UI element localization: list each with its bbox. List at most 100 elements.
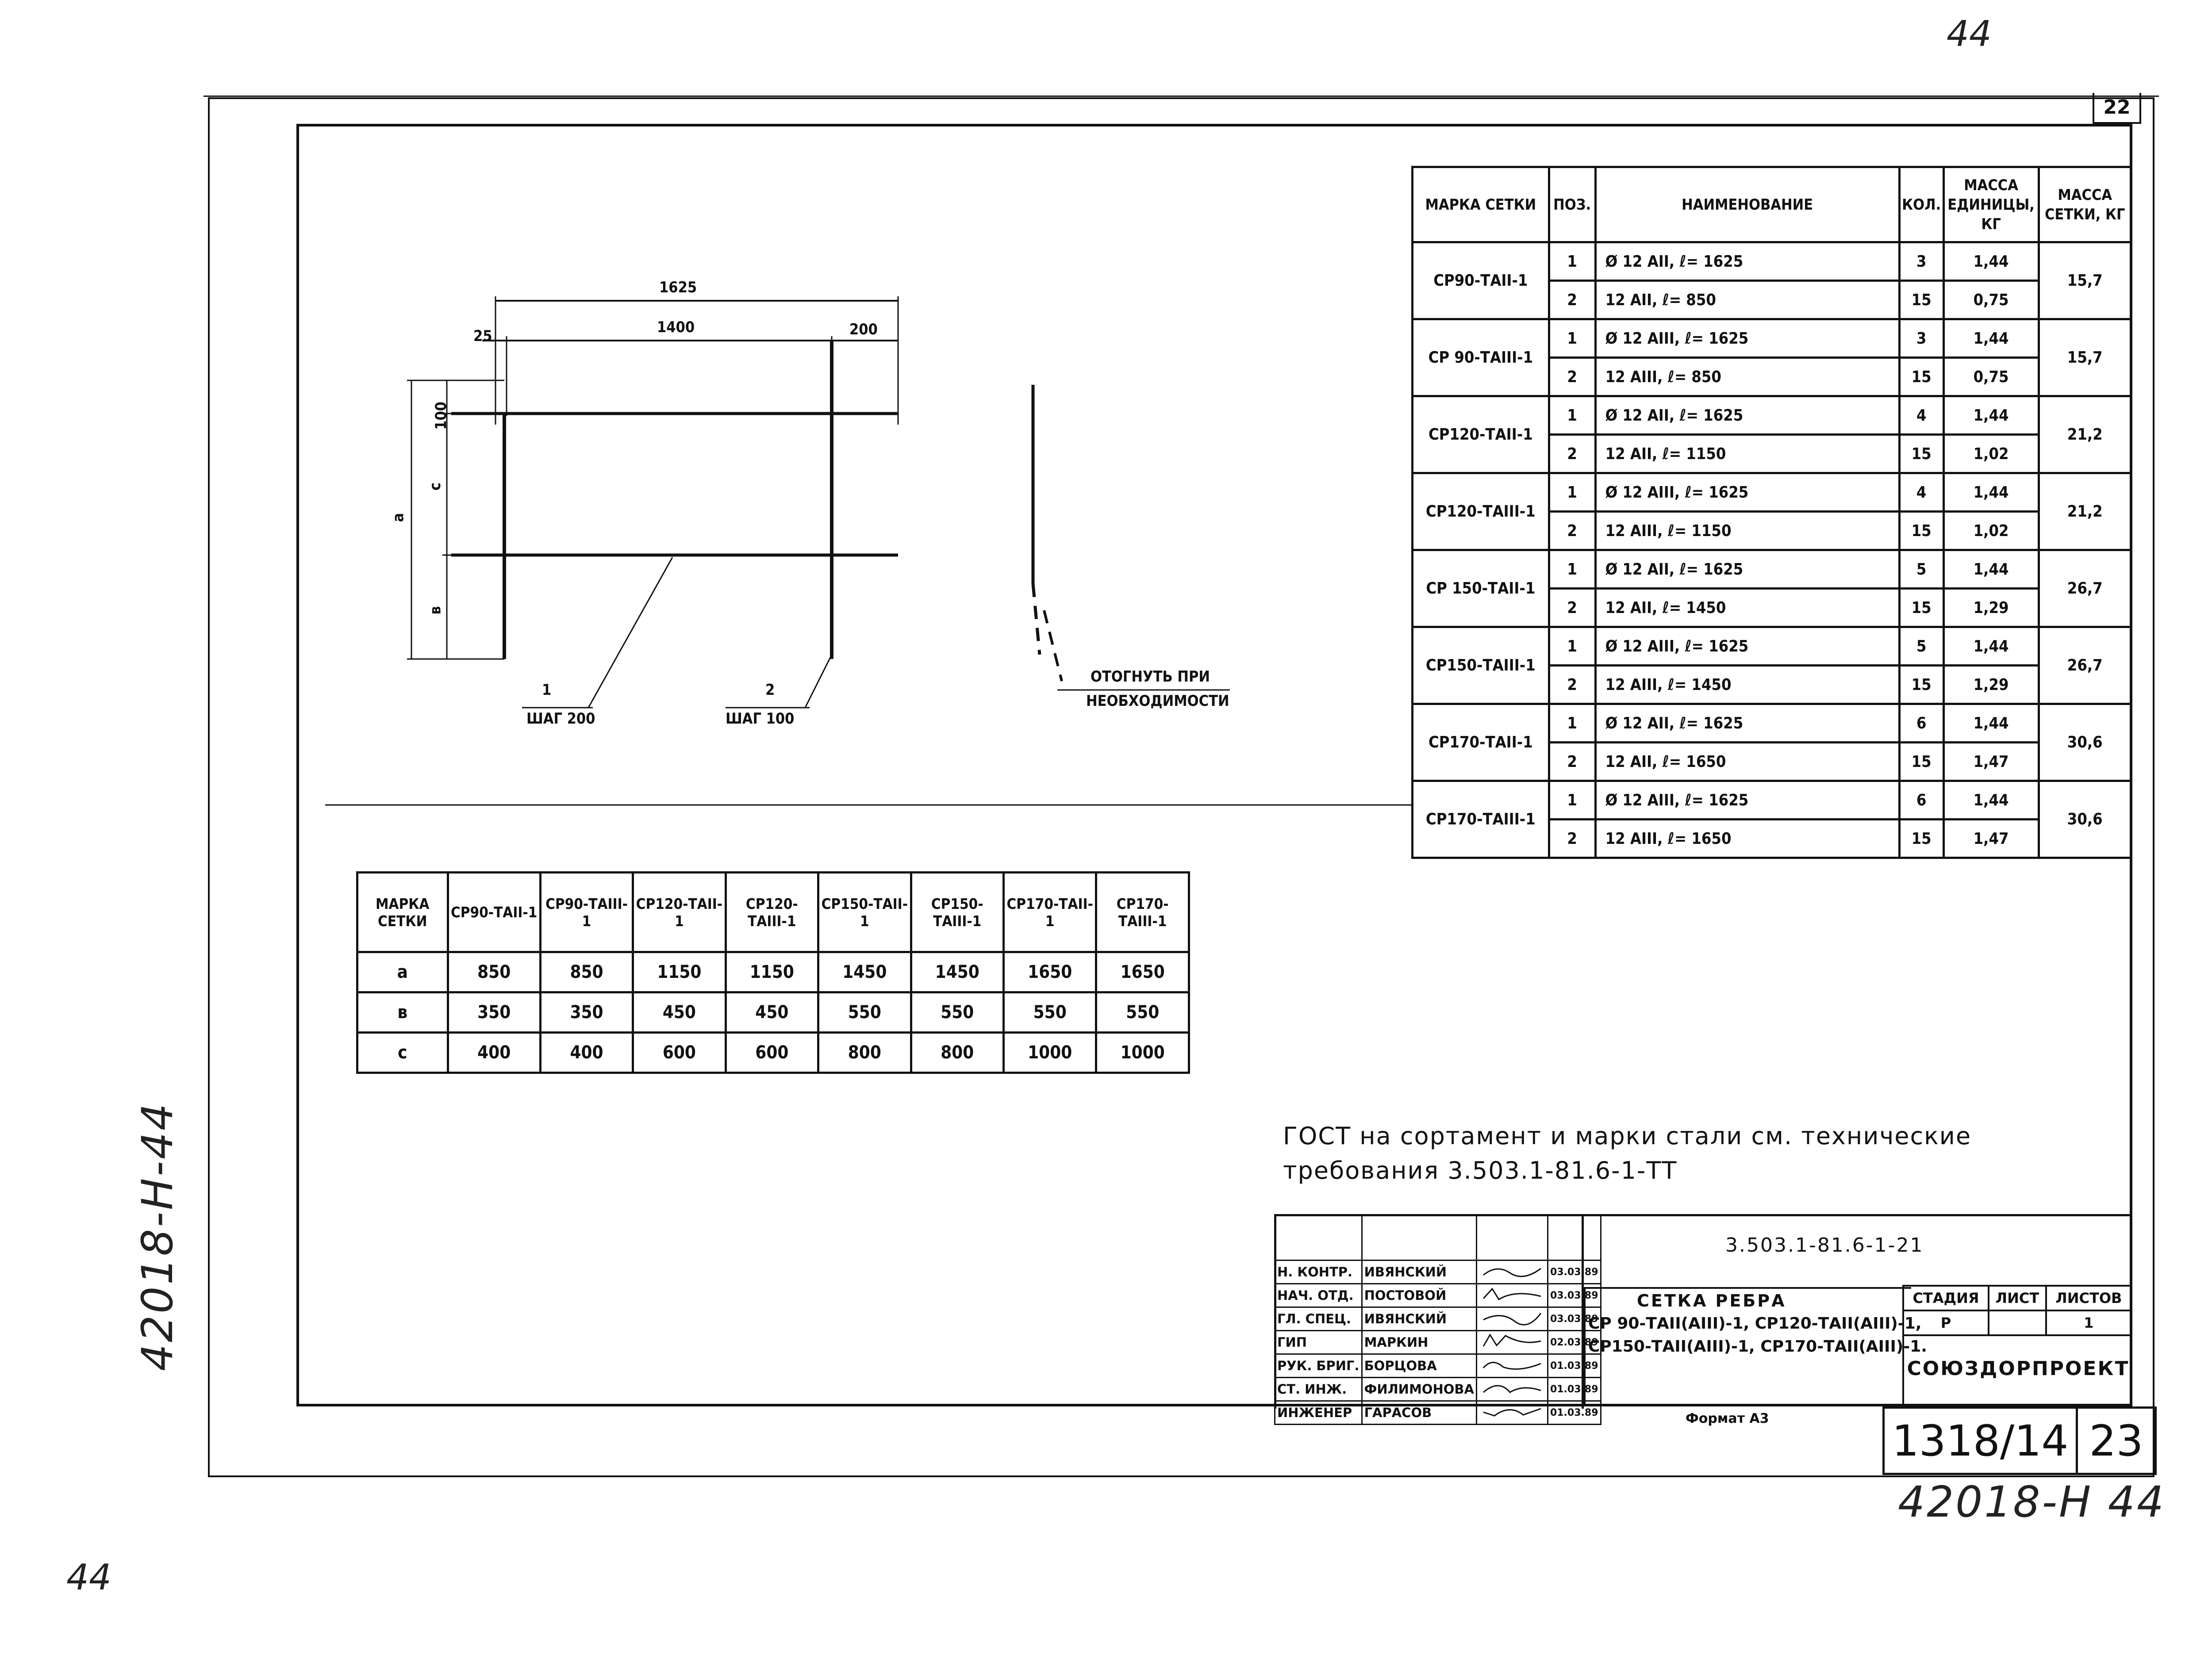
dims-cell: 850 xyxy=(446,951,541,993)
spec-pos: 2 xyxy=(1548,280,1597,320)
dim-overall: 1625 xyxy=(659,279,697,296)
signer-role: ГИП xyxy=(1274,1330,1363,1355)
dims-cell: 600 xyxy=(632,1031,727,1074)
sheet-value xyxy=(1988,1310,2047,1336)
signer-role: НАЧ. ОТД. xyxy=(1274,1283,1363,1308)
spec-qty: 3 xyxy=(1898,318,1945,359)
signer-name: ФИЛИМОНОВА xyxy=(1361,1377,1477,1402)
spec-mesh-mass: 30,6 xyxy=(2037,780,2133,859)
spec-pos: 1 xyxy=(1548,549,1597,590)
spec-item-name: 12 АII, ℓ= 1450 xyxy=(1594,587,1901,628)
dims-cell: 1450 xyxy=(910,951,1005,993)
spec-pos: 1 xyxy=(1548,318,1597,359)
spec-pos: 2 xyxy=(1548,433,1597,474)
spec-item-name: 12 АIII, ℓ= 1150 xyxy=(1594,510,1901,551)
dims-cell: 800 xyxy=(910,1031,1005,1074)
bottom-left-handwritten-number: 44 xyxy=(66,1557,111,1598)
dim-main: 1400 xyxy=(657,318,695,336)
signature xyxy=(1475,1260,1548,1284)
spec-unit-mass: 0,75 xyxy=(1942,356,2040,397)
dims-cell: 1150 xyxy=(632,951,727,993)
spec-item-name: Ø 12 АII, ℓ= 1625 xyxy=(1594,241,1901,282)
spec-header-unit-mass: МАССА ЕДИНИЦЫ, КГ xyxy=(1942,166,2040,243)
bend-note-line1: ОТОГНУТЬ ПРИ xyxy=(1091,668,1210,686)
spec-qty: 15 xyxy=(1898,664,1945,705)
dim-100: 100 xyxy=(432,402,450,430)
spec-unit-mass: 1,29 xyxy=(1942,587,2040,628)
spec-mesh-mass: 26,7 xyxy=(2037,549,2133,628)
spec-mark: СР120-ТАIII-1 xyxy=(1411,472,1550,551)
sheet-number: 22 xyxy=(2093,93,2141,124)
spec-item-name: 12 АII, ℓ= 850 xyxy=(1594,280,1901,320)
spec-header-qty: КОЛ. xyxy=(1898,166,1945,243)
signer-role: Н. КОНТР. xyxy=(1274,1260,1363,1284)
album-number-box: 1318/14 23 xyxy=(1882,1406,2157,1475)
spec-qty: 4 xyxy=(1898,395,1945,436)
dims-row-label: с xyxy=(356,1031,449,1074)
signer-name: ИВЯНСКИЙ xyxy=(1361,1260,1477,1284)
dims-cell: 550 xyxy=(910,991,1005,1034)
dimensions-table: МАРКА СЕТКИ СР90-ТАII-1 СР90-ТАIII-1 СР1… xyxy=(356,871,1190,1074)
dims-header-col: СР170-ТАII-1 xyxy=(1002,871,1098,953)
spec-pos: 2 xyxy=(1548,587,1597,628)
title-box xyxy=(1584,1287,1911,1406)
spec-pos: 1 xyxy=(1548,626,1597,667)
stage-value: Р xyxy=(1902,1310,1990,1336)
sheet-header: ЛИСТ xyxy=(1988,1285,2047,1311)
sign-date: 01.03.89 xyxy=(1547,1377,1601,1402)
dims-cell: 1000 xyxy=(1095,1031,1190,1074)
dims-cell: 1000 xyxy=(1002,1031,1098,1074)
signer-name: ПОСТОВОЙ xyxy=(1361,1283,1477,1308)
spec-unit-mass: 1,29 xyxy=(1942,664,2040,705)
spec-qty: 15 xyxy=(1898,280,1945,320)
spec-mark: СР120-ТАII-1 xyxy=(1411,395,1550,474)
dims-header-col: СР120-ТАII-1 xyxy=(632,871,727,953)
dims-row-label: в xyxy=(356,991,449,1034)
leader-2-number: 2 xyxy=(765,681,775,699)
spec-qty: 15 xyxy=(1898,433,1945,474)
bend-note-line2: НЕОБХОДИМОСТИ xyxy=(1086,692,1229,710)
spec-unit-mass: 1,47 xyxy=(1942,818,2040,859)
signature xyxy=(1475,1307,1548,1331)
signature xyxy=(1475,1400,1548,1425)
spec-qty: 4 xyxy=(1898,472,1945,513)
gost-note: ГОСТ на сортамент и марки стали см. техн… xyxy=(1283,1119,1971,1188)
sheets-header: ЛИСТОВ xyxy=(2045,1285,2133,1311)
top-frame-line xyxy=(204,96,2159,97)
document-code: 3.503.1-81.6-1-21 xyxy=(1725,1234,1924,1257)
spec-mesh-mass: 15,7 xyxy=(2037,241,2133,320)
spec-header-pos: ПОЗ. xyxy=(1548,166,1597,243)
dim-c: с xyxy=(426,482,445,491)
spec-unit-mass: 1,44 xyxy=(1942,318,2040,359)
signer-role: ИНЖЕНЕР xyxy=(1274,1400,1363,1425)
spec-pos: 1 xyxy=(1548,703,1597,743)
dims-cell: 550 xyxy=(817,991,912,1034)
signature xyxy=(1475,1377,1548,1402)
gost-note-line2: требования 3.503.1-81.6-1-ТТ xyxy=(1283,1157,1678,1184)
organization-name: СОЮЗДОРПРОЕКТ xyxy=(1902,1331,2132,1406)
spec-item-name: Ø 12 АIII, ℓ= 1625 xyxy=(1594,626,1901,667)
bottom-right-handwritten-code: 42018-Н 44 xyxy=(1898,1477,2166,1527)
spec-mesh-mass: 21,2 xyxy=(2037,395,2133,474)
outer-frame xyxy=(208,97,2154,1477)
sheets-value: 1 xyxy=(2045,1310,2133,1336)
spec-item-name: Ø 12 АIII, ℓ= 1625 xyxy=(1594,780,1901,820)
spec-unit-mass: 1,44 xyxy=(1942,395,2040,436)
dims-cell: 350 xyxy=(446,991,541,1034)
sign-date: 01.03.89 xyxy=(1547,1353,1601,1378)
spec-item-name: Ø 12 АII, ℓ= 1625 xyxy=(1594,703,1901,743)
spec-item-name: Ø 12 АII, ℓ= 1625 xyxy=(1594,549,1901,590)
spec-qty: 6 xyxy=(1898,780,1945,820)
spec-item-name: 12 АIII, ℓ= 1650 xyxy=(1594,818,1901,859)
spec-qty: 15 xyxy=(1898,510,1945,551)
spec-unit-mass: 0,75 xyxy=(1942,280,2040,320)
dims-cell: 350 xyxy=(539,991,634,1034)
spec-unit-mass: 1,44 xyxy=(1942,241,2040,282)
spec-qty: 15 xyxy=(1898,356,1945,397)
sign-date: 02.03.89 xyxy=(1547,1330,1601,1355)
dims-cell: 800 xyxy=(817,1031,912,1074)
spec-qty: 3 xyxy=(1898,241,1945,282)
leader-2-step: ШАГ 100 xyxy=(726,710,795,728)
dims-header-col: СР150-ТАIII-1 xyxy=(910,871,1005,953)
dim-right: 200 xyxy=(849,321,878,338)
